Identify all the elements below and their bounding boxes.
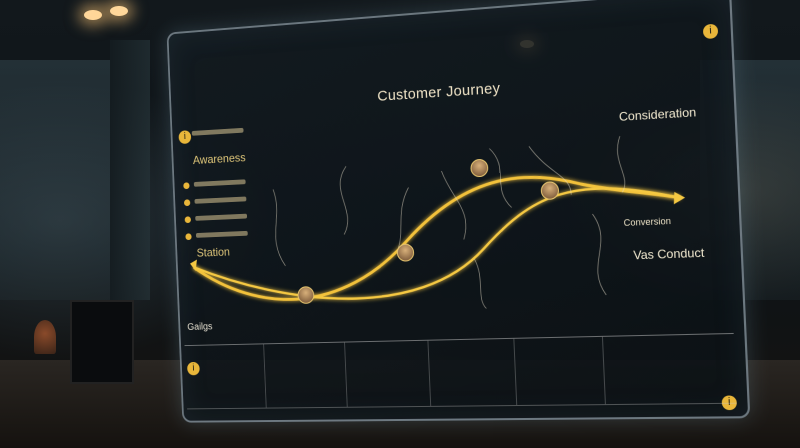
window (0, 60, 110, 300)
ceiling-lamp (84, 10, 102, 20)
monitor (70, 300, 134, 384)
journey-display-panel: i i i i Customer Journey Awareness Stati… (167, 0, 751, 423)
stage-vas-conduct: Vas Conduct (633, 247, 705, 264)
ceiling-lamp (110, 6, 128, 16)
journey-path-secondary (191, 185, 684, 304)
touchpoint-table (185, 333, 737, 409)
pillar (110, 40, 150, 300)
plant (34, 320, 56, 354)
table-row-label: Gailgs (187, 322, 213, 333)
stage-conversion: Conversion (623, 216, 671, 229)
table-divider (427, 341, 431, 406)
table-divider (344, 343, 348, 407)
table-divider (602, 337, 606, 404)
table-divider (513, 339, 517, 405)
arrow-head (673, 191, 685, 204)
table-divider (263, 344, 267, 407)
